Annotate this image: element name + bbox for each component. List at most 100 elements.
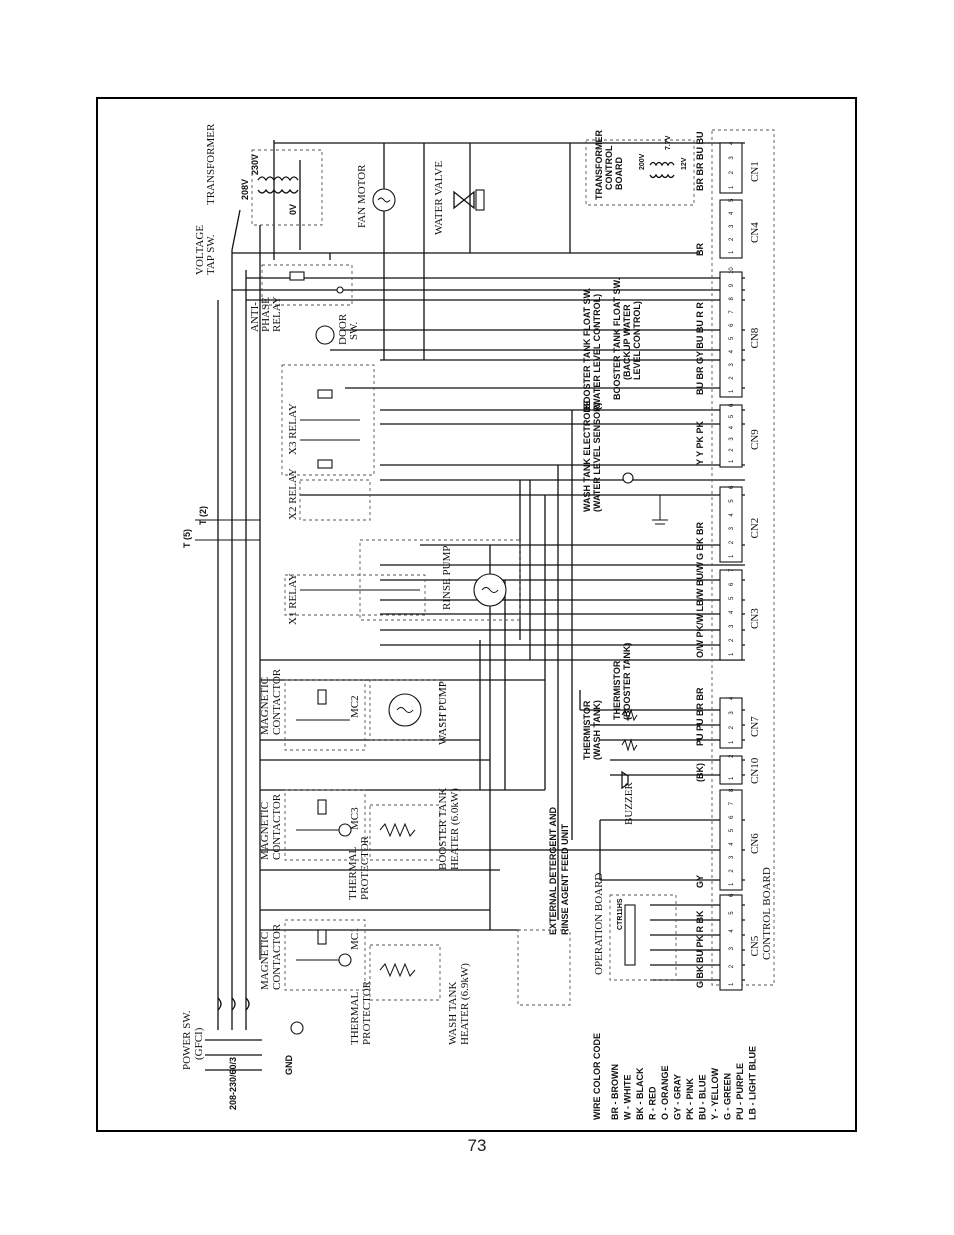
connector-pin: 4 bbox=[729, 349, 735, 353]
color-code-entry: LB - LIGHT BLUE bbox=[748, 1046, 758, 1120]
water-valve-label: WATER VALVE bbox=[433, 161, 445, 235]
connector-cn7 bbox=[719, 697, 743, 749]
electrode-1: WASH TANK ELECTRODE bbox=[582, 400, 592, 512]
booster-float-3: BOOSTER TANK FLOAT SW. bbox=[612, 278, 622, 400]
transformer-control-board bbox=[585, 139, 695, 206]
connector-pin: 8 bbox=[729, 788, 735, 792]
connector-label: CN1 bbox=[749, 161, 761, 182]
mc3-contactor bbox=[284, 789, 366, 861]
fan-motor-label: FAN MOTOR bbox=[356, 164, 368, 228]
connector-pin: 2 bbox=[729, 754, 735, 758]
mc2-con-label: CONTACTOR bbox=[271, 668, 283, 735]
connector-pin: 5 bbox=[729, 414, 735, 418]
mc1-mag-label: MAGNETIC bbox=[259, 932, 271, 990]
connector-label: CN10 bbox=[749, 757, 761, 784]
connector-pin: 5 bbox=[729, 911, 735, 915]
right-wires bbox=[329, 143, 573, 930]
connector-cn9 bbox=[719, 404, 743, 468]
top-bus bbox=[232, 142, 745, 646]
wash-heater-1: WASH TANK bbox=[447, 982, 459, 1045]
connector-pin: 5 bbox=[729, 828, 735, 832]
connector-pin: 2 bbox=[729, 237, 735, 241]
page-frame bbox=[96, 97, 857, 1132]
door-sw-2: SW. bbox=[348, 322, 360, 340]
connector-pin: 2 bbox=[729, 448, 735, 452]
connector-pin: 3 bbox=[729, 363, 735, 367]
connector-pin: 2 bbox=[729, 170, 735, 174]
tcb-200v: 200V bbox=[639, 153, 646, 170]
connector-wire-colors: PU PU BR BR bbox=[695, 687, 705, 746]
buzzer bbox=[621, 770, 629, 790]
connector-pin: 7 bbox=[729, 310, 735, 314]
connector-pin: 4 bbox=[729, 425, 735, 429]
connector-pin: 4 bbox=[729, 211, 735, 215]
page-number: 73 bbox=[467, 1136, 487, 1155]
mc3-mag-label: MAGNETIC bbox=[259, 802, 271, 860]
wash-tank-heater bbox=[369, 944, 441, 1001]
thermistor-boost-1: THERMISTOR bbox=[612, 660, 622, 720]
connector-pin: 1 bbox=[729, 776, 735, 780]
connector-pin: 4 bbox=[729, 513, 735, 517]
connector-wire-colors: BU BR GY BU BU R R bbox=[695, 302, 705, 395]
connector-pin: 3 bbox=[729, 224, 735, 228]
thermistor-boost-2: (BOOSTER TANK) bbox=[622, 643, 632, 720]
connector-pin: 3 bbox=[729, 526, 735, 530]
x3-relay-label: X3 RELAY bbox=[287, 403, 299, 455]
connector-label: CN6 bbox=[749, 833, 761, 854]
ch-label: CTR11HS bbox=[617, 898, 624, 930]
anti-phase-relay bbox=[261, 264, 353, 306]
color-code-entry: PK - PINK bbox=[685, 1077, 695, 1120]
connector-pin: 1 bbox=[729, 185, 735, 189]
anti-phase-3: RELAY bbox=[271, 296, 283, 332]
connector-pin: 2 bbox=[729, 376, 735, 380]
v0-label: 0V bbox=[288, 204, 298, 215]
color-code-entry: PU - PURPLE bbox=[735, 1063, 745, 1120]
connector-pin: 2 bbox=[729, 540, 735, 544]
color-code-entry: BR - BROWN bbox=[610, 1064, 620, 1120]
connector-label: CN3 bbox=[749, 608, 761, 629]
thermistor-wash-1: THERMISTOR bbox=[582, 700, 592, 760]
connector-pin: 10 bbox=[729, 267, 735, 274]
v208-label: 208V bbox=[240, 179, 250, 200]
x1-relay bbox=[284, 574, 426, 616]
supply-label: 208-230/60/3 bbox=[228, 1057, 238, 1110]
ground-symbol bbox=[652, 495, 668, 525]
gfci-label: (GFCI) bbox=[193, 1027, 205, 1060]
connector-wire-colors: BR BR BU BU bbox=[695, 132, 705, 192]
connector-cn2 bbox=[719, 486, 743, 563]
connector-cn3 bbox=[719, 569, 743, 661]
connector-cn8 bbox=[719, 271, 743, 398]
connector-label: CN7 bbox=[749, 716, 761, 737]
ext-det-2: RINSE AGENT FEED UNIT bbox=[560, 823, 570, 935]
connector-label: CN5 bbox=[749, 935, 761, 956]
tcb-label-3: BOARD bbox=[614, 157, 624, 190]
thermistors bbox=[621, 708, 638, 752]
rinse-pump bbox=[359, 539, 521, 621]
tcb-77v: 7.7V bbox=[665, 135, 672, 150]
connector-pin: 9 bbox=[729, 283, 735, 287]
connector-pin: 2 bbox=[729, 725, 735, 729]
connector-pin: 6 bbox=[729, 893, 735, 897]
wash-tank-electrode bbox=[622, 472, 634, 484]
lower-bus bbox=[260, 659, 745, 981]
connector-pin: 6 bbox=[729, 815, 735, 819]
connector-pin: 1 bbox=[729, 882, 735, 886]
color-code-entry: O - ORANGE bbox=[660, 1065, 670, 1120]
connector-pin: 5 bbox=[729, 198, 735, 202]
anti-phase-2: PHASE bbox=[260, 297, 272, 332]
wash-pump-label: WASH PUMP bbox=[437, 681, 449, 745]
connector-cn6 bbox=[719, 789, 743, 891]
connector-pin: 2 bbox=[729, 638, 735, 642]
mc2-mag-label: MAGNETIC bbox=[259, 677, 271, 735]
booster-heater-2: HEATER (6.0kW) bbox=[449, 788, 461, 870]
t2-label: T (2) bbox=[198, 506, 208, 525]
external-feed-unit bbox=[517, 929, 571, 1006]
connector-pin: 4 bbox=[729, 696, 735, 700]
connector-pin: 1 bbox=[729, 652, 735, 656]
connector-pin: 3 bbox=[729, 711, 735, 715]
connector-label: CN8 bbox=[749, 327, 761, 348]
color-code-entry: GY - GRAY bbox=[673, 1074, 683, 1120]
connector-pin: 4 bbox=[729, 610, 735, 614]
connector-pin: 4 bbox=[729, 141, 735, 145]
